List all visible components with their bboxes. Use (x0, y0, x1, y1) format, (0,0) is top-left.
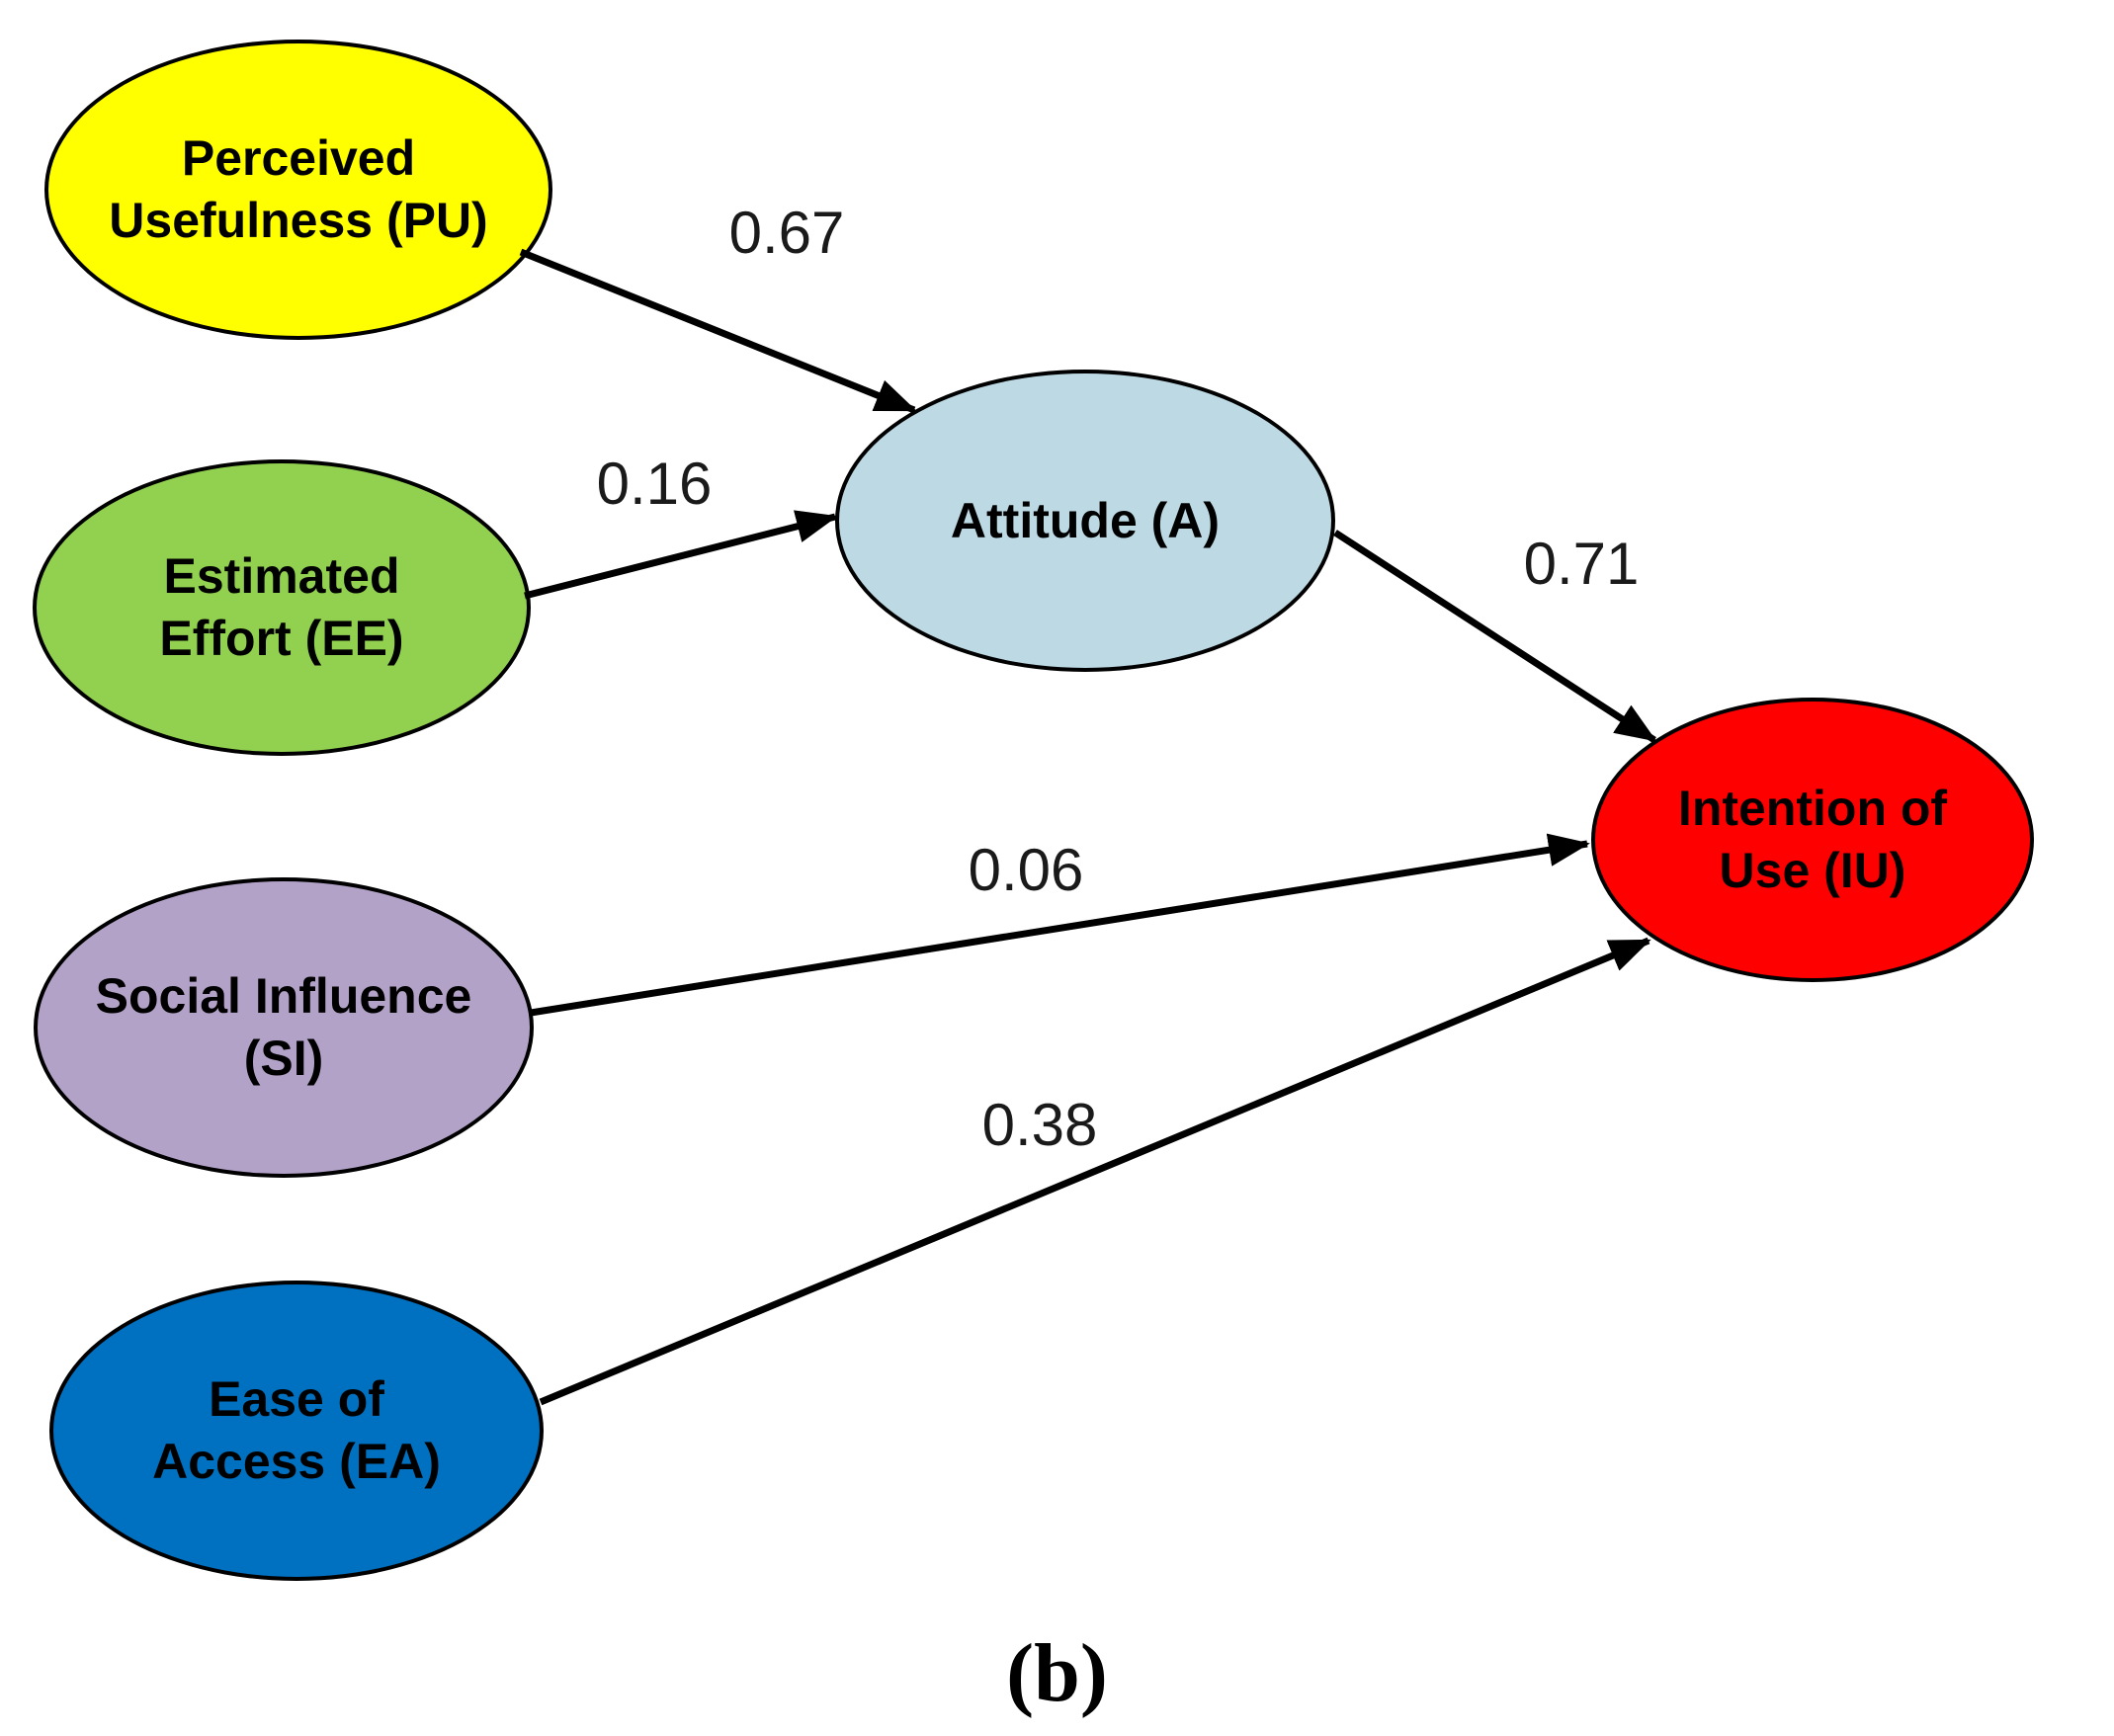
edge-weight-pu-attitude: 0.67 (729, 200, 845, 266)
node-label-line: Social Influence (95, 968, 472, 1024)
node-estimated-effort: Estimated Effort (EE) (33, 459, 531, 756)
edge-ee-to-attitude (524, 510, 838, 600)
node-label-line: Effort (EE) (159, 611, 404, 666)
node-label-line: Access (EA) (152, 1434, 441, 1489)
node-label-line: Estimated (163, 548, 400, 604)
node-label-line: Perceived (181, 130, 416, 186)
edge-weight-ea-iu: 0.38 (982, 1092, 1098, 1158)
edge-weight-ee-attitude: 0.16 (597, 451, 713, 517)
figure-caption: (b) (1006, 1627, 1108, 1719)
node-perceived-usefulness: Perceived Usefulness (PU) (44, 40, 552, 340)
node-label-line: Ease of (209, 1371, 384, 1427)
edge-weight-attitude-iu: 0.71 (1524, 531, 1640, 597)
edge-pu-to-attitude (519, 248, 917, 414)
edge-attitude-to-iu (1333, 530, 1657, 743)
node-label-line: Usefulness (PU) (109, 193, 488, 248)
node-social-influence: Social Influence (SI) (34, 877, 534, 1178)
node-label-line: Intention of (1677, 781, 1948, 836)
node-label-line: Use (IU) (1719, 843, 1906, 898)
edge-si-to-iu (530, 833, 1590, 1017)
node-attitude: Attitude (A) (835, 370, 1335, 672)
node-intention-of-use: Intention of Use (IU) (1591, 698, 2034, 982)
node-ease-of-access: Ease of Access (EA) (49, 1281, 544, 1581)
edge-ea-to-iu (539, 937, 1651, 1406)
edge-weight-si-iu: 0.06 (969, 837, 1084, 903)
node-label-line: Attitude (A) (950, 492, 1221, 548)
node-label-line: (SI) (243, 1031, 324, 1086)
